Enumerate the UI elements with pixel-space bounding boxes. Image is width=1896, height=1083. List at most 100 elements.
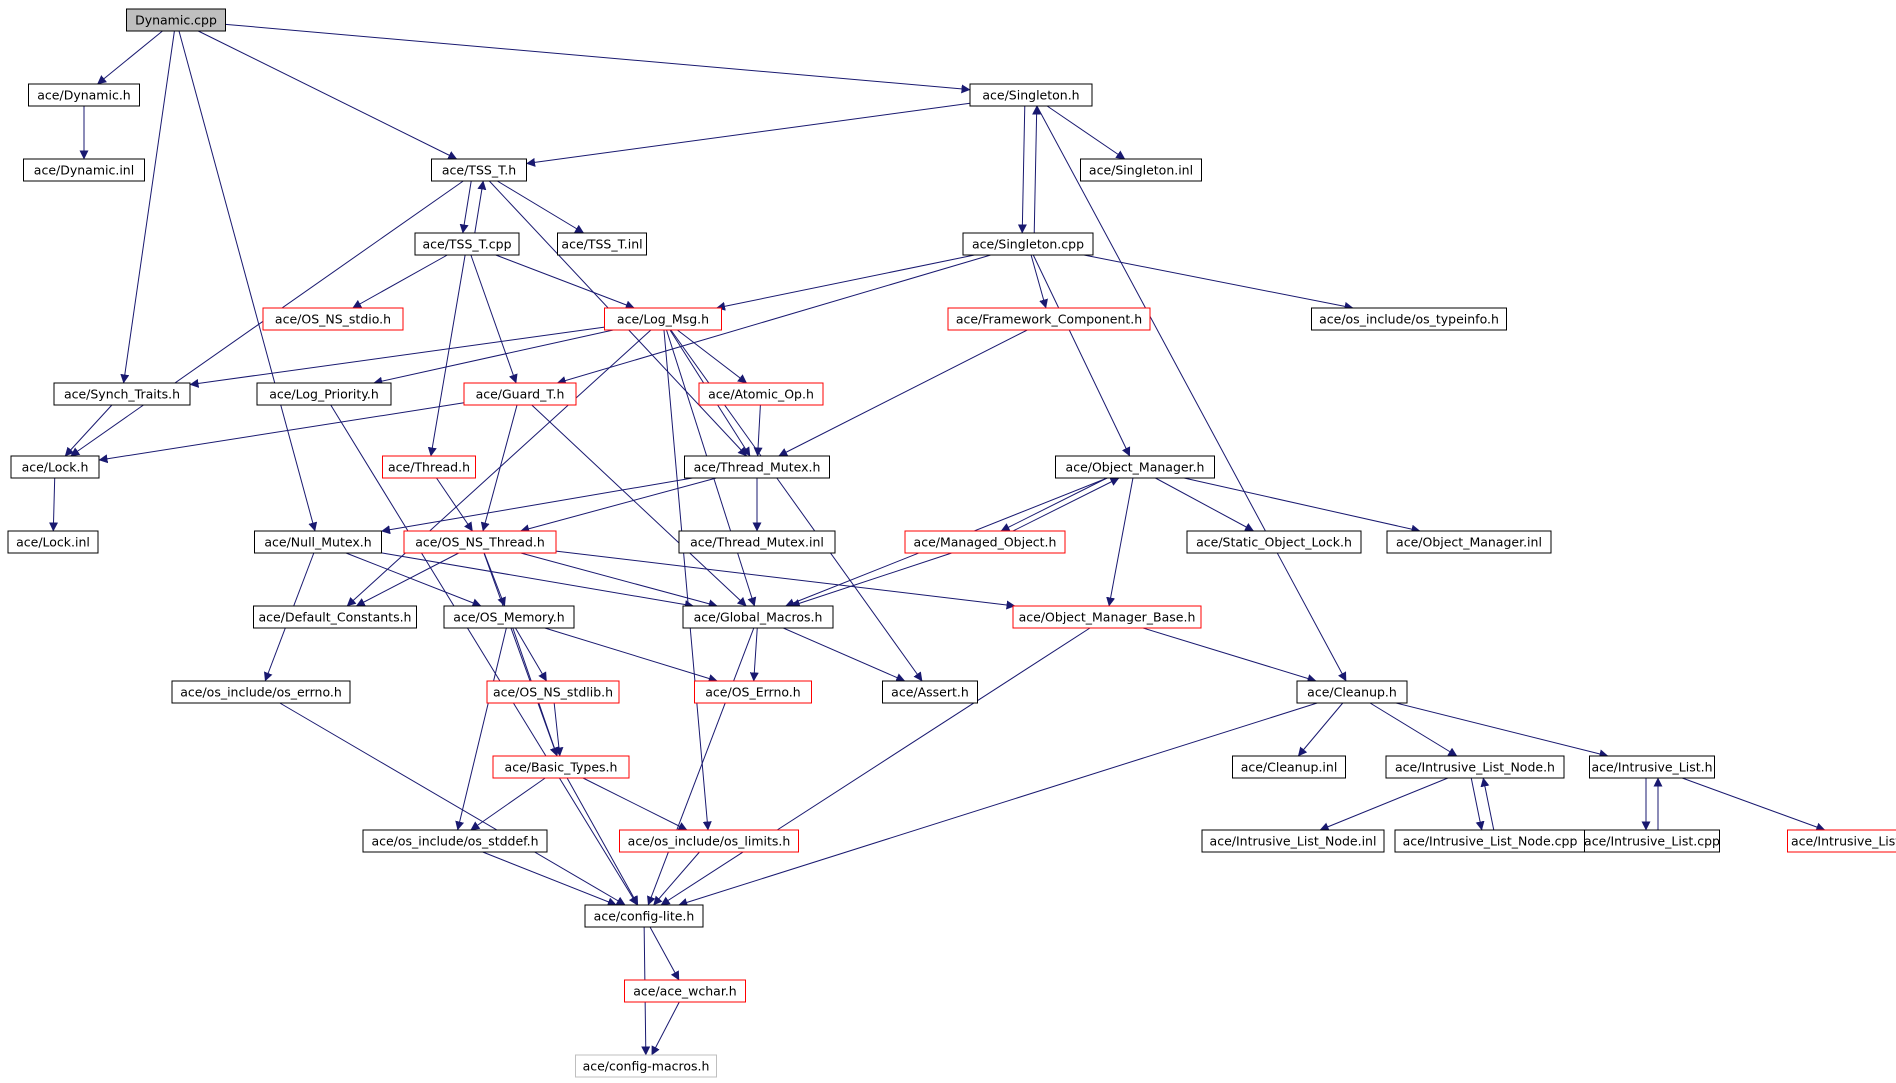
node-null-mutex-h[interactable]: ace/Null_Mutex.h [254,530,382,554]
node-framework-component-h[interactable]: ace/Framework_Component.h [947,307,1151,331]
node-object-manager-h[interactable]: ace/Object_Manager.h [1055,455,1215,479]
node-object-manager-inl[interactable]: ace/Object_Manager.inl [1386,530,1552,554]
edge-singleton-cpp-to-framework-component-h [1030,254,1048,309]
node-box [1055,455,1215,479]
node-box [1386,530,1552,554]
node-os-ns-stdio-h[interactable]: ace/OS_NS_stdio.h [262,307,404,331]
node-label: ace/Singleton.cpp [972,237,1084,252]
node-intrusive-list-node-inl[interactable]: ace/Intrusive_List_Node.inl [1201,829,1385,853]
edge-log-priority-h-to-config-lite-h [330,404,638,906]
node-box [1787,829,1896,853]
node-dynamic-h[interactable]: ace/Dynamic.h [28,83,140,107]
node-box [254,530,382,554]
node-box [463,382,577,406]
node-box [7,530,99,554]
node-dynamic-inl[interactable]: ace/Dynamic.inl [23,158,145,182]
node-ace-wchar-h[interactable]: ace/ace_wchar.h [624,979,746,1003]
node-static-object-lock-h[interactable]: ace/Static_Object_Lock.h [1186,530,1362,554]
edge-null-mutex-h-to-os-memory-h [345,552,482,608]
node-box [431,158,527,182]
node-intrusive-list-node-cpp[interactable]: ace/Intrusive_List_Node.cpp [1394,829,1586,853]
node-label: ace/Log_Priority.h [269,387,379,402]
node-config-macros-h[interactable]: ace/config-macros.h [575,1054,717,1078]
edge-log-msg-h-to-log-priority-h [373,329,614,386]
node-box [1186,530,1362,554]
node-intrusive-list-cpp[interactable]: ace/Intrusive_List.cpp [1584,829,1720,853]
node-box [947,307,1151,331]
edge-dynamic-cpp-to-singleton-h [225,23,971,94]
node-os-typeinfo-h[interactable]: ace/os_include/os_typeinfo.h [1311,307,1507,331]
node-tss-t-inl[interactable]: ace/TSS_T.inl [557,232,647,256]
edge-log-msg-h-to-synch-traits-h [189,326,605,388]
node-lock-h[interactable]: ace/Lock.h [10,455,100,479]
edge-singleton-h-to-cleanup-h [1036,105,1347,682]
node-box [414,232,520,256]
node-synch-traits-h[interactable]: ace/Synch_Traits.h [53,382,191,406]
node-box [678,530,836,554]
edge-log-msg-h-to-atomic-op-h [677,329,747,384]
node-singleton-cpp[interactable]: ace/Singleton.cpp [962,232,1094,256]
node-os-errno-h[interactable]: ace/os_include/os_errno.h [171,680,351,704]
node-os-limits-h[interactable]: ace/os_include/os_limits.h [619,829,799,853]
node-box [492,755,630,779]
node-atomic-op-h[interactable]: ace/Atomic_Op.h [698,382,824,406]
node-label: ace/Intrusive_List_Node.cpp [1403,834,1578,849]
node-tss-t-h[interactable]: ace/TSS_T.h [431,158,527,182]
node-config-lite-h[interactable]: ace/config-lite.h [584,904,704,928]
node-os-memory-h[interactable]: ace/OS_Memory.h [443,605,575,629]
node-thread-h[interactable]: ace/Thread.h [382,455,476,479]
node-box [604,307,722,331]
node-intrusive-list-node-h[interactable]: ace/Intrusive_List_Node.h [1385,755,1565,779]
node-singleton-h[interactable]: ace/Singleton.h [969,83,1093,107]
node-intrusive-list-inl[interactable]: ace/Intrusive_List.inl [1787,829,1896,853]
node-box [1296,680,1408,704]
node-label: ace/Singleton.inl [1089,163,1193,178]
node-label: ace/Intrusive_List.inl [1791,834,1896,849]
node-box [969,83,1093,107]
node-thread-mutex-h[interactable]: ace/Thread_Mutex.h [684,455,830,479]
node-intrusive-list-h[interactable]: ace/Intrusive_List.h [1589,755,1715,779]
node-guard-t-h[interactable]: ace/Guard_T.h [463,382,577,406]
node-label: ace/Guard_T.h [476,387,565,402]
node-box [1080,158,1202,182]
node-managed-object-h[interactable]: ace/Managed_Object.h [904,530,1066,554]
node-box [23,158,145,182]
node-lock-inl[interactable]: ace/Lock.inl [7,530,99,554]
node-box [171,680,351,704]
node-label: ace/os_include/os_errno.h [180,685,342,700]
node-os-errno-ace-h[interactable]: ace/OS_Errno.h [694,680,812,704]
node-log-msg-h[interactable]: ace/Log_Msg.h [604,307,722,331]
node-os-ns-thread-h[interactable]: ace/OS_NS_Thread.h [403,530,557,554]
edge-object-manager-base-h-to-cleanup-h [1142,627,1317,683]
edge-global-macros-h-to-config-lite-h [647,627,755,906]
node-label: ace/OS_NS_stdlib.h [493,685,613,700]
node-label: ace/Object_Manager_Base.h [1019,610,1196,625]
edge-os-memory-h-to-os-errno-ace-h [544,627,718,683]
node-singleton-inl[interactable]: ace/Singleton.inl [1080,158,1202,182]
node-object-manager-base-h[interactable]: ace/Object_Manager_Base.h [1012,605,1202,629]
node-box [1311,307,1507,331]
node-thread-mutex-inl[interactable]: ace/Thread_Mutex.inl [678,530,836,554]
node-label: ace/TSS_T.h [442,163,516,178]
edge-log-msg-h-to-os-limits-h [663,329,712,831]
node-assert-h[interactable]: ace/Assert.h [882,680,978,704]
node-basic-types-h[interactable]: ace/Basic_Types.h [492,755,630,779]
node-os-stddef-h[interactable]: ace/os_include/os_stddef.h [362,829,548,853]
edge-object-manager-h-to-static-object-lock-h [1155,477,1255,532]
node-dynamic-cpp[interactable]: Dynamic.cpp [126,8,226,32]
edge-os-stddef-h-to-config-lite-h [482,851,617,907]
node-tss-t-cpp[interactable]: ace/TSS_T.cpp [414,232,520,256]
node-cleanup-inl[interactable]: ace/Cleanup.inl [1232,755,1346,779]
node-global-macros-h[interactable]: ace/Global_Macros.h [682,605,834,629]
edge-singleton-h-to-singleton-inl [1046,105,1126,160]
node-log-priority-h[interactable]: ace/Log_Priority.h [256,382,392,406]
node-label: ace/OS_NS_Thread.h [415,535,545,550]
node-os-ns-stdlib-h[interactable]: ace/OS_NS_stdlib.h [486,680,620,704]
node-label: ace/Basic_Types.h [505,760,618,775]
node-label: ace/TSS_T.inl [561,237,642,252]
edge-tss-t-cpp-to-guard-t-h [470,254,518,384]
node-box [624,979,746,1003]
node-cleanup-h[interactable]: ace/Cleanup.h [1296,680,1408,704]
node-box [1584,829,1720,853]
node-default-constants-h[interactable]: ace/Default_Constants.h [253,605,417,629]
